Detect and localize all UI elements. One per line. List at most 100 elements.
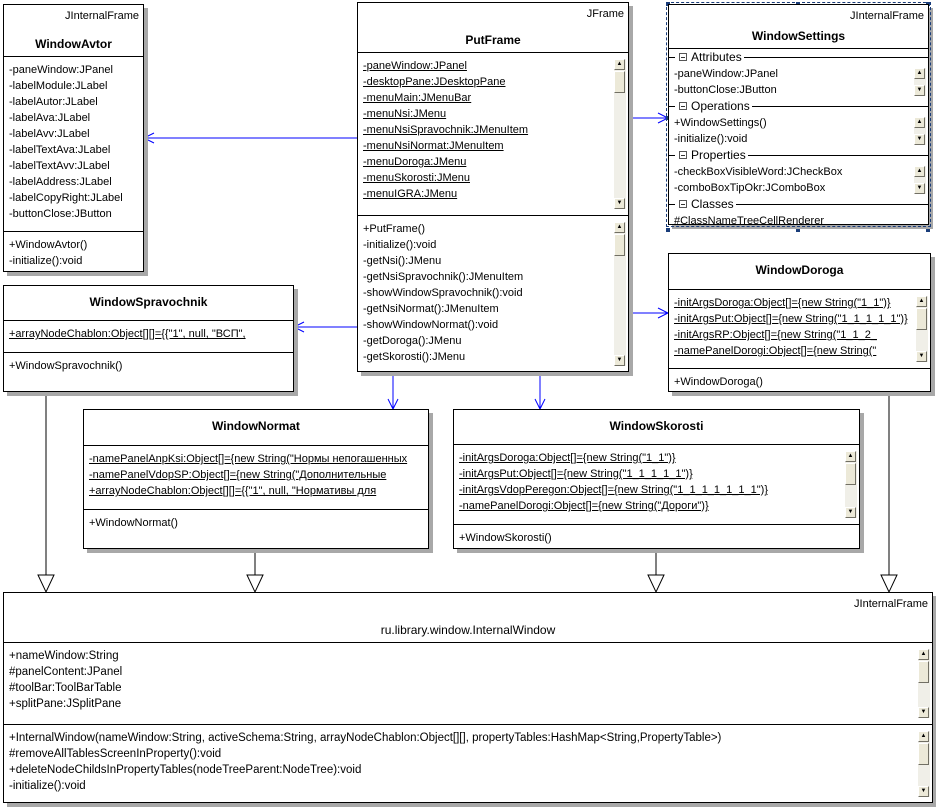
class-member[interactable]: +WindowSettings() <box>674 117 767 129</box>
class-member[interactable]: -getSkorosti():JMenu <box>363 351 466 363</box>
collapse-icon[interactable] <box>679 102 687 110</box>
class-member[interactable]: -paneWindow:JPanel <box>674 68 778 80</box>
class-member[interactable]: #removeAllTablesScreenInProperty():void <box>9 748 222 760</box>
class-member[interactable]: -getNsiSpravochnik():JMenuItem <box>363 271 524 283</box>
class-member[interactable]: -labelTextAva:JLabel <box>9 144 111 156</box>
scroll-down-icon[interactable]: ▼ <box>918 707 929 718</box>
class-member[interactable]: -labelAutor:JLabel <box>9 96 98 108</box>
class-normat[interactable]: WindowNormat-namePanelAnpKsi:Object[]={n… <box>83 409 429 549</box>
class-member[interactable]: -namePanelVdopSP:Object[]={new String("Д… <box>89 469 387 481</box>
class-member[interactable]: -buttonClose:JButton <box>674 84 777 96</box>
class-member[interactable]: -initialize():void <box>363 239 437 251</box>
class-member[interactable]: +deleteNodeChildsInPropertyTables(nodeTr… <box>9 764 362 776</box>
class-member[interactable]: -namePanelDorogi:Object[]={new String(" <box>674 345 877 357</box>
class-member[interactable]: -menuIGRA:JMenu <box>363 188 458 200</box>
scrollbar[interactable]: ▲▼ <box>614 59 626 209</box>
class-member[interactable]: +splitPane:JSplitPane <box>9 698 122 710</box>
class-member[interactable]: -initArgsDoroga:Object[]={new String("1_… <box>459 452 676 464</box>
scroll-down-icon[interactable]: ▼ <box>918 786 929 797</box>
class-member[interactable]: #toolBar:ToolBarTable <box>9 682 122 694</box>
class-member[interactable]: -paneWindow:JPanel <box>363 60 467 72</box>
class-member[interactable]: +WindowNormat() <box>89 517 178 529</box>
scroll-up-icon[interactable]: ▲ <box>918 649 929 660</box>
class-member[interactable]: -labelAvv:JLabel <box>9 128 90 140</box>
class-member[interactable]: -initArgsRP:Object[]={new String("1_1_2_ <box>674 329 877 341</box>
scroll-up-icon[interactable]: ▲ <box>914 166 925 177</box>
class-member[interactable]: -getNsiNormat():JMenuItem <box>363 303 499 315</box>
scroll-up-icon[interactable]: ▲ <box>845 451 856 462</box>
class-member[interactable]: -menuMain:JMenuBar <box>363 92 472 104</box>
class-member[interactable]: -labelCopyRight:JLabel <box>9 192 123 204</box>
scroll-down-icon[interactable]: ▼ <box>614 198 625 209</box>
class-member[interactable]: +arrayNodeChablon:Object[][]={{"1", null… <box>89 485 377 497</box>
class-doroga[interactable]: WindowDoroga-initArgsDoroga:Object[]={ne… <box>668 253 931 392</box>
class-member[interactable]: -getDoroga():JMenu <box>363 335 462 347</box>
class-member[interactable]: -desktopPane:JDesktopPane <box>363 76 506 88</box>
class-member[interactable]: -initArgsPut:Object[]={new String("1_1_1… <box>459 468 693 480</box>
collapse-icon[interactable] <box>679 151 687 159</box>
class-member[interactable]: -initialize():void <box>9 780 86 792</box>
scroll-down-icon[interactable]: ▼ <box>916 351 927 362</box>
class-member[interactable]: -labelAddress:JLabel <box>9 176 112 188</box>
class-member[interactable]: -initArgsDoroga:Object[]={new String("1_… <box>674 297 891 309</box>
class-member[interactable]: -showWindowNormat():void <box>363 319 499 331</box>
scroll-down-icon[interactable]: ▼ <box>614 355 625 366</box>
scrollbar-thumb[interactable] <box>614 71 625 93</box>
scrollbar[interactable]: ▲▼ <box>845 451 857 518</box>
scroll-down-icon[interactable]: ▼ <box>914 85 925 96</box>
class-member[interactable]: -buttonClose:JButton <box>9 208 112 220</box>
class-member[interactable]: -initArgsPut:Object[]={new String("1_1_1… <box>674 313 908 325</box>
scrollbar[interactable]: ▲▼ <box>916 296 928 362</box>
scrollbar[interactable]: ▲▼ <box>914 68 926 96</box>
scroll-up-icon[interactable]: ▲ <box>914 117 925 128</box>
class-member[interactable]: -showWindowSpravochnik():void <box>363 287 523 299</box>
class-member[interactable]: +InternalWindow(nameWindow:String, activ… <box>9 732 722 744</box>
class-member[interactable]: -initArgsVdopPeregon:Object[]={new Strin… <box>459 484 768 496</box>
scroll-down-icon[interactable]: ▼ <box>914 134 925 145</box>
class-member[interactable]: -labelAva:JLabel <box>9 112 91 124</box>
class-member[interactable]: -menuDoroga:JMenu <box>363 156 467 168</box>
section-header[interactable]: Operations <box>669 98 928 114</box>
class-member[interactable]: -menuNsiNormat:JMenuItem <box>363 140 504 152</box>
class-member[interactable]: -paneWindow:JPanel <box>9 64 113 76</box>
class-member[interactable]: -checkBoxVisibleWord:JCheckBox <box>674 166 843 178</box>
class-member[interactable]: +nameWindow:String <box>9 650 119 662</box>
scrollbar[interactable]: ▲▼ <box>918 649 930 718</box>
class-member[interactable]: -labelTextAvv:JLabel <box>9 160 110 172</box>
class-member[interactable]: -namePanelDorogi:Object[]={new String("Д… <box>459 500 709 512</box>
class-member[interactable]: -menuNsi:JMenu <box>363 108 447 120</box>
scrollbar[interactable]: ▲▼ <box>918 731 930 797</box>
scroll-up-icon[interactable]: ▲ <box>614 59 625 70</box>
scrollbar-thumb[interactable] <box>918 743 929 765</box>
class-member[interactable]: -menuNsiSpravochnik:JMenuItem <box>363 124 529 136</box>
scrollbar[interactable]: ▲▼ <box>614 222 626 366</box>
scroll-up-icon[interactable]: ▲ <box>914 68 925 79</box>
scroll-up-icon[interactable]: ▲ <box>614 222 625 233</box>
class-member[interactable]: +WindowSpravochnik() <box>9 360 123 372</box>
scroll-up-icon[interactable]: ▲ <box>916 296 927 307</box>
scroll-down-icon[interactable]: ▼ <box>914 183 925 194</box>
class-skor[interactable]: WindowSkorosti-initArgsDoroga:Object[]={… <box>453 409 860 549</box>
scroll-up-icon[interactable]: ▲ <box>918 731 929 742</box>
class-member[interactable]: -comboBoxTipOkr:JComboBox <box>674 182 826 194</box>
class-member[interactable]: #ClassNameTreeCellRenderer <box>674 215 824 225</box>
class-member[interactable]: -labelModule:JLabel <box>9 80 108 92</box>
class-member[interactable]: -getNsi():JMenu <box>363 255 442 267</box>
class-member[interactable]: -menuSkorosti:JMenu <box>363 172 470 184</box>
class-member[interactable]: -initialize():void <box>674 133 748 145</box>
scrollbar-thumb[interactable] <box>614 234 625 256</box>
section-header[interactable]: Properties <box>669 147 928 163</box>
section-header[interactable]: Classes <box>669 196 928 212</box>
collapse-icon[interactable] <box>679 53 687 61</box>
collapse-icon[interactable] <box>679 200 687 208</box>
class-member[interactable]: +PutFrame() <box>363 223 426 235</box>
section-header[interactable]: Attributes <box>669 49 928 65</box>
scrollbar[interactable]: ▲▼ <box>914 166 926 194</box>
class-member[interactable]: #panelContent:JPanel <box>9 666 123 678</box>
class-member[interactable]: -namePanelAnpKsi:Object[]={new String("Н… <box>89 453 408 465</box>
class-member[interactable]: -initialize():void <box>9 255 83 267</box>
